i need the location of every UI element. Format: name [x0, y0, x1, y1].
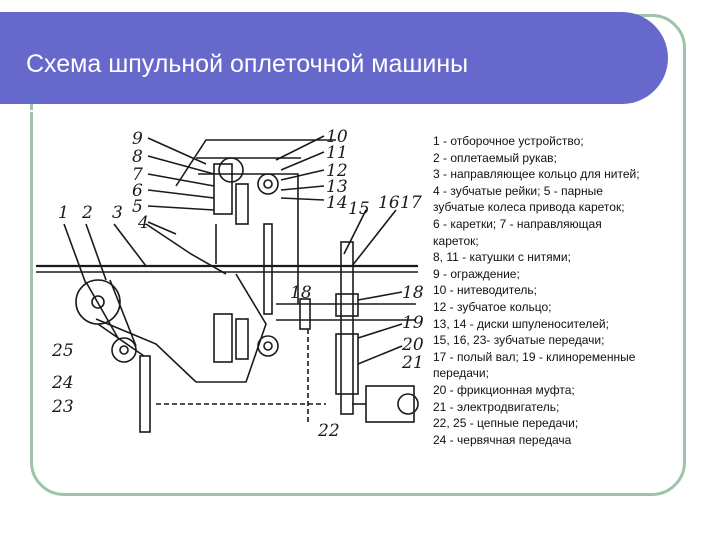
legend-line: 15, 16, 23- зубчатые передачи; [433, 333, 605, 348]
legend-line: 6 - каретки; 7 - направляющая [433, 216, 602, 231]
diagram-label: 9 [132, 129, 143, 149]
worm-gear [139, 355, 151, 433]
title-bar: Схема шпульной оплеточной машины [0, 12, 668, 112]
drive-column [340, 241, 354, 415]
upper-disk [257, 173, 279, 195]
diagram-label: 12 [326, 161, 348, 181]
guard-top [175, 139, 336, 187]
diagram-label: 7 [132, 165, 143, 185]
diagram-label: 1 [58, 203, 69, 223]
legend-line: 1 - отборочное устройство; [433, 134, 584, 148]
diagram-label: 17 [400, 193, 422, 213]
upper-carriage [213, 163, 233, 215]
diagram-label: 13 [326, 177, 348, 197]
legend-line: 8, 11 - катушки с нитями; [433, 250, 571, 265]
diagram-label: 14 [326, 193, 348, 213]
diagram-label: 15 [348, 199, 370, 219]
diagram-label: 10 [326, 127, 348, 147]
legend-line: 12 - зубчатое кольцо; [433, 299, 552, 314]
machine-diagram: 9 8 7 6 5 4 1 2 3 10 11 12 13 14 15 16 1… [36, 127, 424, 441]
diagram-label: 20 [401, 335, 424, 355]
legend-line: зубчатые колеса привода кареток; [433, 200, 625, 215]
diagram-label: 24 [51, 373, 74, 393]
diagram-label: 18 [290, 283, 312, 303]
diagram-label: 6 [132, 181, 143, 201]
diagram-label: 16 [378, 193, 400, 213]
legend-line: 21 - электродвигатель; [433, 399, 560, 414]
diagram-label: 19 [402, 313, 424, 333]
diagram-label: 8 [132, 147, 143, 167]
lower-disk [257, 335, 279, 357]
diagram-label: 2 [81, 203, 93, 223]
legend-line: 22, 25 - цепные передачи; [433, 416, 579, 431]
legend-line: 3 - направляющее кольцо для нитей; [433, 167, 640, 182]
legend-line: 10 - нитеводитель; [433, 283, 537, 298]
legend-line: 20 - фрикционная муфта; [433, 382, 575, 397]
legend-line: 17 - полый вал; 19 - клиноременные [433, 349, 636, 364]
legend-line: 13, 14 - диски шпуленосителей; [433, 316, 609, 331]
lower-carriage [213, 313, 233, 363]
diagram-label: 4 [137, 213, 149, 233]
title-underline [28, 110, 638, 112]
diagram-label: 11 [326, 143, 348, 163]
diagram-label: 21 [401, 353, 424, 373]
legend-line: 2 - оплетаемый рукав; [433, 150, 557, 165]
slide-title: Схема шпульной оплеточной машины [26, 50, 469, 78]
diagram-label: 22 [317, 421, 340, 441]
legend-line: 24 - червячная передача [433, 432, 572, 447]
legend-line: кареток; [433, 233, 479, 248]
lower-frame [196, 273, 267, 383]
legend-line: 9 - ограждение; [433, 266, 520, 281]
diagram-label: 25 [51, 341, 74, 361]
diagram-label: 23 [51, 397, 74, 417]
legend-line: передачи; [433, 366, 489, 381]
diagram-numbers: 9 8 7 6 5 4 1 2 3 10 11 12 13 14 15 16 1… [51, 127, 424, 441]
diagram-label: 5 [132, 197, 143, 217]
diagram-label: 18 [402, 283, 424, 303]
legend: 1 - отборочное устройство; 2 - оплетаемы… [433, 133, 683, 448]
upper-spool [218, 157, 244, 183]
legend-line: 4 - зубчатые рейки; 5 - парные [433, 183, 603, 198]
motor [365, 385, 415, 423]
diagram-label: 3 [112, 203, 123, 223]
